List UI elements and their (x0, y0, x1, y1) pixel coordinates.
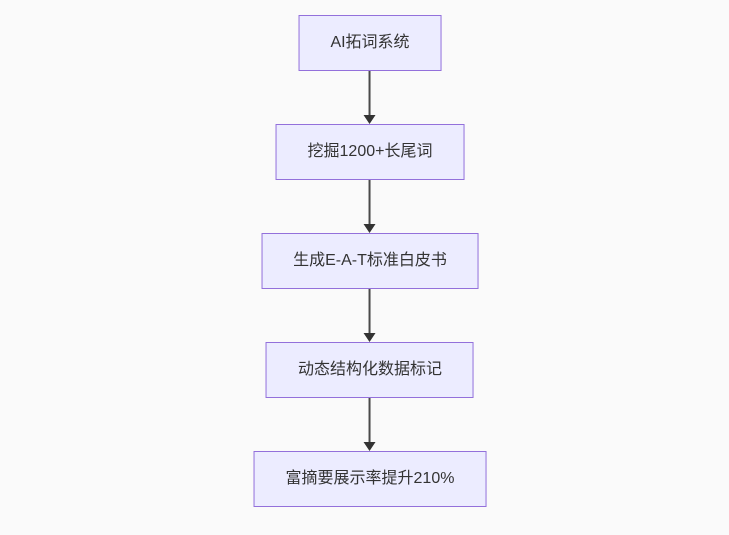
flow-node: 富摘要展示率提升210% (253, 451, 487, 507)
flow-node: 生成E-A-T标准白皮书 (261, 233, 479, 289)
flow-node: 挖掘1200+长尾词 (275, 124, 465, 180)
arrow-shaft (369, 398, 371, 442)
flowchart: AI拓词系统 挖掘1200+长尾词 生成E-A-T标准白皮书 动态结构化数据标记… (253, 15, 487, 507)
arrowhead-icon (364, 115, 376, 124)
arrow-down (364, 289, 376, 342)
arrow-down (364, 180, 376, 233)
flow-node: 动态结构化数据标记 (265, 342, 474, 398)
arrow-shaft (369, 180, 371, 224)
flow-node: AI拓词系统 (298, 15, 442, 71)
arrow-shaft (369, 71, 371, 115)
arrow-down (364, 71, 376, 124)
arrow-down (364, 398, 376, 451)
arrowhead-icon (364, 224, 376, 233)
arrowhead-icon (364, 442, 376, 451)
arrow-shaft (369, 289, 371, 333)
arrowhead-icon (364, 333, 376, 342)
